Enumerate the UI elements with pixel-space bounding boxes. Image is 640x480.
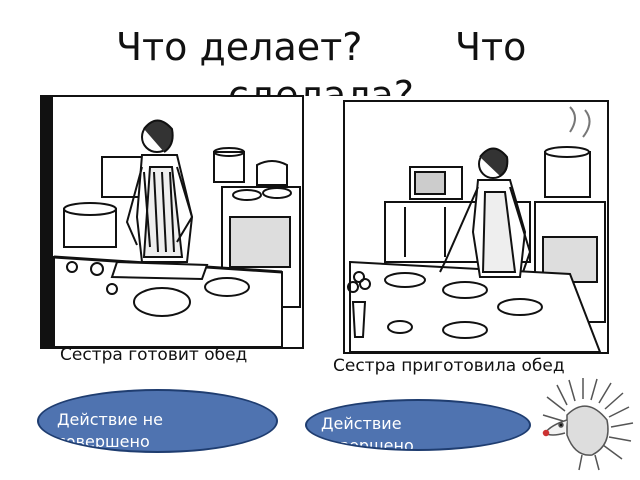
badge-incomplete-label: Действие не совершено [57, 410, 163, 451]
badge-complete-action: Действие совершено [305, 399, 531, 451]
question-past: Что [455, 25, 527, 69]
badge-complete-label: Действие совершено [321, 414, 414, 451]
caption-past: Сестра приготовила обед [333, 356, 565, 376]
question-past-continued: сделала? [228, 73, 414, 96]
cooked-drawing [347, 106, 606, 352]
badge-incomplete-action: Действие не совершено [37, 389, 278, 453]
illustration-cooking [40, 95, 304, 349]
question-present: Что делает? [116, 25, 363, 69]
hedgehog-icon [542, 378, 634, 471]
illustration-cooked [343, 100, 609, 354]
caption-present: Сестра готовит обед [60, 345, 248, 365]
cooking-drawing [42, 97, 301, 347]
